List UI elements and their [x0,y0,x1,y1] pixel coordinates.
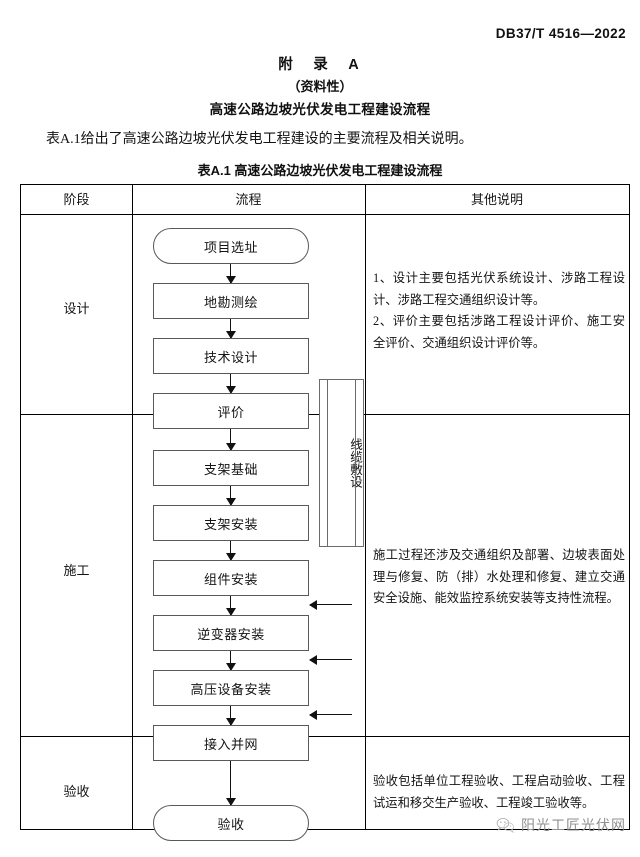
note-design: 1、设计主要包括光伏系统设计、涉路工程设计、涉路工程交通组织设计等。 2、评价主… [373,271,625,350]
flow-node-module-installation: 组件安装 [153,560,309,596]
flow-node-evaluation: 评价 [153,393,309,429]
flow-node-cable-laying-label: 线缆敷设 [348,438,362,488]
flow-arrow-8 [225,651,236,671]
flow-node-cable-laying: 线缆敷设 [319,379,364,547]
process-table: 阶段 流程 其他说明 设计 施工 验收 1、设计主要包括光伏系统设计、涉路工程设… [20,184,630,841]
flow-arrow-10 [225,761,236,806]
flow-arrow-7 [225,596,236,616]
column-header-stage: 阶段 [63,192,90,207]
flow-arrow-2 [225,319,236,339]
annex-type: （资料性） [287,79,353,94]
flow-feed-arrow-2 [309,654,352,665]
flow-node-geological-survey: 地勘测绘 [153,283,309,319]
column-header-notes: 其他说明 [470,192,523,207]
flow-node-inverter-installation: 逆变器安装 [153,615,309,651]
annex-name: 高速公路边坡光伏发电工程建设流程 [209,102,431,117]
standard-number: DB37/T 4516—2022 [495,26,626,41]
wechat-icon [496,817,515,833]
flow-arrow-9 [225,706,236,726]
flowchart: 项目选址 地勘测绘 技术设计 评价 支架基础 支架安装 组件安装 逆变器安装 高… [132,214,365,841]
flow-arrow-4 [225,429,236,451]
flow-arrow-6 [225,541,236,561]
watermark-text: 阳光工匠光伏网 [521,817,626,833]
flow-node-bracket-foundation: 支架基础 [153,450,309,486]
note-construction: 施工过程还涉及交通组织及部署、边坡表面处理与修复、防（排）水处理和修复、建立交通… [373,548,625,606]
stage-label-design: 设计 [63,301,90,316]
flow-node-technical-design: 技术设计 [153,338,309,374]
flow-node-hv-equipment-installation: 高压设备安装 [153,670,309,706]
intro-paragraph: 表A.1给出了高速公路边坡光伏发电工程建设的主要流程及相关说明。 [46,132,473,147]
stage-label-acceptance: 验收 [63,784,90,799]
annex-title: 附 录 A [278,57,362,73]
table-header-divider [21,214,629,215]
flow-node-bracket-installation: 支架安装 [153,505,309,541]
flow-arrow-3 [225,374,236,394]
table-caption: 表A.1 高速公路边坡光伏发电工程建设流程 [197,163,443,178]
flow-feed-arrow-3 [309,709,352,720]
table-row-divider-acceptance [21,736,629,737]
flow-arrow-1 [225,264,236,284]
flow-arrow-5 [225,486,236,506]
note-acceptance: 验收包括单位工程验收、工程启动验收、工程试运和移交生产验收、工程竣工验收等。 [373,774,625,810]
flow-node-acceptance: 验收 [153,805,309,841]
flow-node-site-selection: 项目选址 [153,228,309,264]
flow-feed-arrow-1 [309,599,352,610]
table-column-divider-2 [365,185,366,829]
column-header-flow: 流程 [235,192,262,207]
flow-node-grid-connection: 接入并网 [153,725,309,761]
site-watermark: 阳光工匠光伏网 [496,815,626,835]
stage-label-construction: 施工 [63,563,90,578]
table-column-divider-1 [132,185,133,829]
